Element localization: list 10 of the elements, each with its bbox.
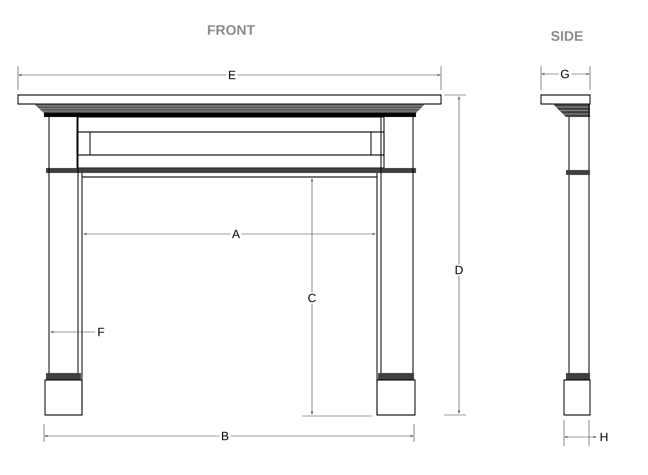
- dimension-label: B: [220, 430, 230, 442]
- dimension-label: E: [226, 69, 238, 81]
- dimension-label: C: [306, 292, 318, 304]
- view-heading: FRONT: [208, 25, 255, 35]
- dimension-label: H: [598, 431, 610, 443]
- view-heading: SIDE: [551, 31, 583, 41]
- dimension-label: A: [230, 228, 242, 240]
- dimension-label: D: [453, 264, 465, 276]
- dimension-label: F: [96, 326, 106, 338]
- dimension-label: G: [558, 68, 572, 80]
